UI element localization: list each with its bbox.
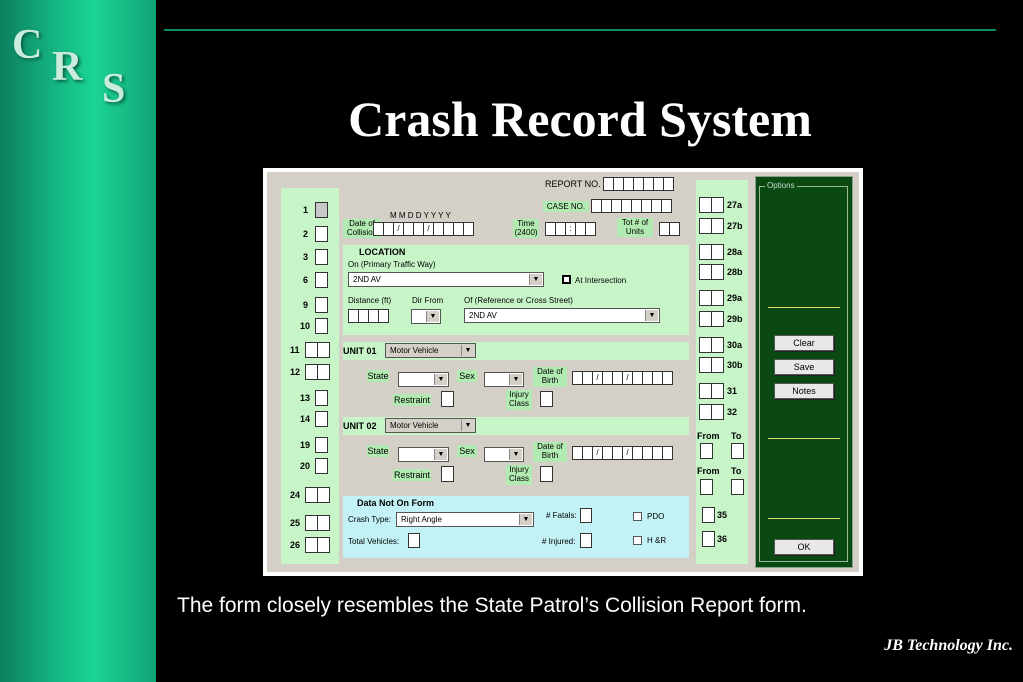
crash-form-window: 1 2 3 6 9 10 11 12 13 14 19 20 24 25 26 (267, 172, 859, 572)
chevron-down-icon: ▼ (509, 374, 522, 385)
unit-01-sex-select[interactable]: ▼ (484, 372, 524, 387)
field-25b[interactable] (317, 515, 330, 531)
unit-02-injury-input[interactable] (540, 466, 553, 482)
field-9[interactable] (315, 297, 328, 313)
slide-caption: The form closely resembles the State Pat… (177, 594, 807, 617)
right-number-column: 27a 27b 28a 28b 29a 29b 30a 30b 31 32 Fr… (696, 180, 748, 564)
divider (768, 518, 840, 519)
field-28a-box2[interactable] (711, 244, 724, 260)
clear-button[interactable]: Clear (774, 335, 834, 351)
fatals-input[interactable] (580, 508, 592, 523)
field-27b-box2[interactable] (711, 218, 724, 234)
sidebar-gradient: C R S (0, 0, 156, 682)
to-input-2[interactable] (731, 479, 744, 495)
options-panel: Options Clear Save Notes OK (755, 176, 853, 568)
company-footer: JB Technology Inc. (884, 637, 1013, 654)
divider (768, 307, 840, 308)
field-30a-box2[interactable] (711, 337, 724, 353)
field-19[interactable] (315, 437, 328, 453)
chevron-down-icon: ▼ (434, 449, 447, 460)
field-27a-box2[interactable] (711, 197, 724, 213)
unit-02-dob-input[interactable]: // (572, 446, 673, 460)
divider (768, 438, 840, 439)
from-input-2[interactable] (700, 479, 713, 495)
field-29b-box2[interactable] (711, 311, 724, 327)
notes-button[interactable]: Notes (774, 383, 834, 399)
unit-02-sex-select[interactable]: ▼ (484, 447, 524, 462)
chevron-down-icon: ▼ (645, 310, 658, 321)
field-13[interactable] (315, 390, 328, 406)
injured-input[interactable] (580, 533, 592, 548)
case-no-input[interactable] (591, 199, 672, 213)
at-intersection-checkbox[interactable] (562, 275, 571, 284)
unit-01-type-select[interactable]: Motor Vehicle▼ (385, 343, 476, 358)
field-20[interactable] (315, 458, 328, 474)
ok-button[interactable]: OK (774, 539, 834, 555)
unit-02-restraint-input[interactable] (441, 466, 454, 482)
slide-title: Crash Record System (348, 91, 812, 147)
field-1[interactable] (315, 202, 328, 218)
location-section: LOCATION On (Primary Traffic Way) 2ND AV… (343, 245, 689, 335)
chevron-down-icon: ▼ (519, 514, 532, 525)
dir-from-select[interactable]: ▼ (411, 309, 441, 324)
unit-01-state-select[interactable]: ▼ (398, 372, 449, 387)
unit-02-type-select[interactable]: Motor Vehicle▼ (385, 418, 476, 433)
total-vehicles-input[interactable] (408, 533, 420, 548)
unit-01-dob-input[interactable]: // (572, 371, 673, 385)
field-12b[interactable] (317, 364, 330, 380)
field-24b[interactable] (317, 487, 330, 503)
field-32-box2[interactable] (711, 404, 724, 420)
field-35[interactable] (702, 507, 715, 523)
header-rule (164, 29, 996, 31)
date-of-collision-input[interactable]: // (373, 222, 474, 236)
pdo-checkbox[interactable] (633, 512, 642, 521)
chevron-down-icon: ▼ (509, 449, 522, 460)
unit-01-restraint-input[interactable] (441, 391, 454, 407)
options-group-border (759, 186, 848, 562)
left-number-column: 1 2 3 6 9 10 11 12 13 14 19 20 24 25 26 (281, 188, 339, 564)
crash-type-select[interactable]: Right Angle▼ (396, 512, 534, 527)
distance-input[interactable] (348, 309, 389, 323)
field-28b-box2[interactable] (711, 264, 724, 280)
field-3[interactable] (315, 249, 328, 265)
chevron-down-icon: ▼ (461, 345, 474, 356)
field-30b-box2[interactable] (711, 357, 724, 373)
field-36[interactable] (702, 531, 715, 547)
field-10[interactable] (315, 318, 328, 334)
unit-02-state-select[interactable]: ▼ (398, 447, 449, 462)
unit-01-injury-input[interactable] (540, 391, 553, 407)
field-26b[interactable] (317, 537, 330, 553)
from-input-1[interactable] (700, 443, 713, 459)
field-6[interactable] (315, 272, 328, 288)
chevron-down-icon: ▼ (426, 311, 439, 322)
tot-units-input[interactable] (659, 222, 680, 236)
primary-traffic-way-select[interactable]: 2ND AV▼ (348, 272, 544, 287)
to-input-1[interactable] (731, 443, 744, 459)
chevron-down-icon: ▼ (529, 274, 542, 285)
crs-logo: C R S (12, 22, 126, 112)
time-label: Time(2400) (513, 219, 539, 238)
chevron-down-icon: ▼ (434, 374, 447, 385)
form-screenshot: 1 2 3 6 9 10 11 12 13 14 19 20 24 25 26 (263, 168, 863, 576)
time-input[interactable]: : (545, 222, 596, 236)
hr-checkbox[interactable] (633, 536, 642, 545)
report-no-input[interactable] (603, 177, 674, 191)
field-14[interactable] (315, 411, 328, 427)
cross-street-select[interactable]: 2ND AV▼ (464, 308, 660, 323)
data-not-on-form-section: Data Not On Form Crash Type: Right Angle… (343, 496, 689, 558)
field-11b[interactable] (317, 342, 330, 358)
save-button[interactable]: Save (774, 359, 834, 375)
chevron-down-icon: ▼ (461, 420, 474, 431)
field-2[interactable] (315, 226, 328, 242)
field-31-box2[interactable] (711, 383, 724, 399)
field-29a-box2[interactable] (711, 290, 724, 306)
